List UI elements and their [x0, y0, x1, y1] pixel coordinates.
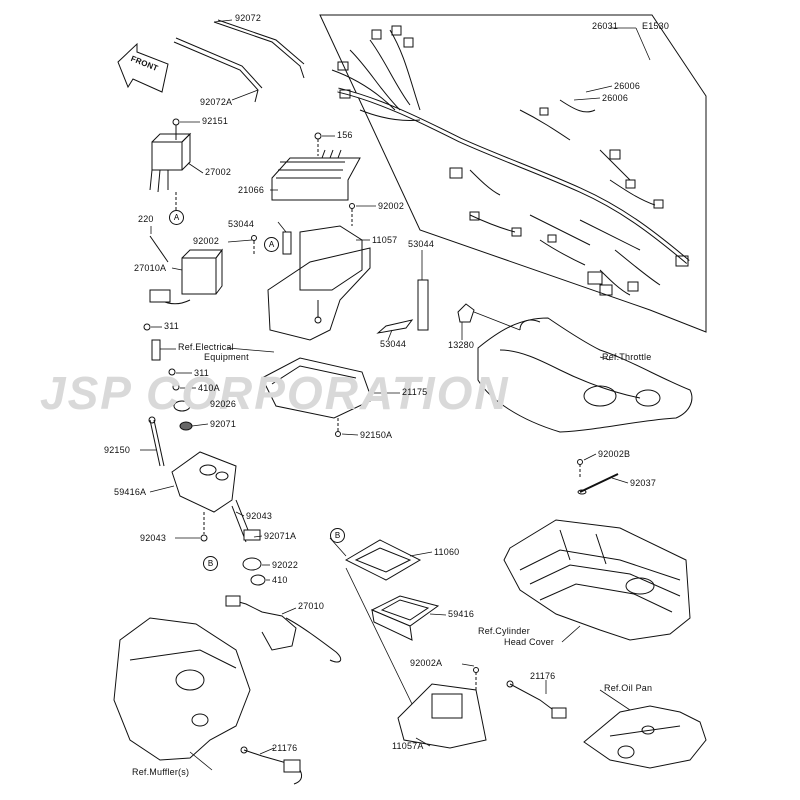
- ref-oil-pan: Ref.Oil Pan: [604, 683, 653, 693]
- muffler: [113, 617, 251, 761]
- washer-410: [250, 574, 266, 586]
- bracket-11057a: [397, 667, 487, 749]
- sensor-21176-muffler: [240, 746, 303, 785]
- throttle-body: [477, 317, 693, 433]
- part-92002-a: 92002: [378, 201, 405, 211]
- leader-lines: [140, 19, 651, 771]
- collar-53044: [417, 279, 429, 331]
- part-92026: 92026: [210, 399, 237, 409]
- gasket-11060: [344, 539, 422, 581]
- callout-a-relay: A: [169, 210, 184, 225]
- part-92071a: 92071A: [264, 531, 297, 541]
- watermark: JSP CORPORATION: [40, 367, 510, 419]
- part-21175: 21175: [402, 387, 428, 397]
- reed-59416: [370, 595, 440, 641]
- part-92071: 92071: [210, 419, 237, 429]
- part-92043-a: 92043: [246, 511, 273, 521]
- relay-27002: [149, 118, 192, 210]
- ref-muffler: Ref.Muffler(s): [132, 767, 190, 777]
- cylinder-head-cover: [503, 459, 691, 641]
- part-220: 220: [138, 214, 154, 224]
- part-26006-a: 26006: [614, 81, 641, 91]
- ref-electrical-1: Ref.Electrical: [178, 342, 234, 352]
- part-53044-a: 53044: [228, 219, 255, 229]
- callout-b-gasket: B: [330, 528, 345, 543]
- part-156: 156: [337, 130, 353, 140]
- regulator-21066: [271, 132, 361, 201]
- part-59416: 59416: [448, 609, 475, 619]
- ref-throttle: Ref.Throttle: [602, 352, 652, 362]
- part-11060: 11060: [434, 547, 460, 557]
- harness-frame: [319, 14, 707, 333]
- pad-21175: [261, 357, 373, 437]
- bracket-11057: [251, 203, 371, 341]
- part-311-b: 311: [194, 368, 209, 378]
- part-13280: 13280: [448, 340, 475, 350]
- callout-b-housing: B: [203, 556, 218, 571]
- part-92002b: 92002B: [598, 449, 631, 459]
- bolt-92150: [148, 416, 165, 467]
- part-53044-c: 53044: [380, 339, 407, 349]
- washer-92022: [242, 557, 262, 571]
- part-92150a: 92150A: [360, 430, 393, 440]
- ref-electrical-2: Equipment: [204, 352, 249, 362]
- sensor-21176-oil: [506, 680, 567, 719]
- part-92022: 92022: [272, 560, 299, 570]
- relay-27010a: [149, 235, 223, 305]
- front-arrow-icon: [117, 42, 169, 93]
- part-311-a: 311: [164, 321, 179, 331]
- strap-92072: [213, 21, 305, 79]
- part-26031: 26031: [592, 21, 619, 31]
- part-92043-b: 92043: [140, 533, 167, 543]
- diagram-code: E1530: [642, 21, 670, 31]
- part-11057a: 11057A: [392, 741, 424, 751]
- part-26006-b: 26006: [602, 93, 629, 103]
- part-21176-b: 21176: [272, 743, 298, 753]
- part-21066: 21066: [238, 185, 265, 195]
- grommet-13280: [457, 303, 475, 323]
- part-92037: 92037: [630, 478, 657, 488]
- part-92002-b: 92002: [193, 236, 220, 246]
- part-21176-a: 21176: [530, 671, 556, 681]
- ref-cylinder-2: Head Cover: [504, 637, 555, 647]
- sensor-27010: [225, 595, 342, 663]
- part-92151: 92151: [202, 116, 229, 126]
- part-27010: 27010: [298, 601, 325, 611]
- oil-pan: [583, 705, 707, 769]
- part-410a: 410A: [198, 383, 220, 393]
- part-27010a: 27010A: [134, 263, 167, 273]
- part-92150: 92150: [104, 445, 131, 455]
- housing-59416a: [171, 451, 261, 543]
- part-92072: 92072: [235, 13, 262, 23]
- ref-cylinder-1: Ref.Cylinder: [478, 626, 530, 636]
- part-92072a: 92072A: [200, 97, 233, 107]
- callout-a-bracket: A: [264, 237, 279, 252]
- part-59416a: 59416A: [114, 487, 147, 497]
- part-410: 410: [272, 575, 288, 585]
- strap-92072a: [173, 41, 259, 103]
- wire-harness: [331, 25, 690, 296]
- part-11057: 11057: [372, 235, 398, 245]
- part-92002a: 92002A: [410, 658, 443, 668]
- part-53044-b: 53044: [408, 239, 435, 249]
- part-27002: 27002: [205, 167, 232, 177]
